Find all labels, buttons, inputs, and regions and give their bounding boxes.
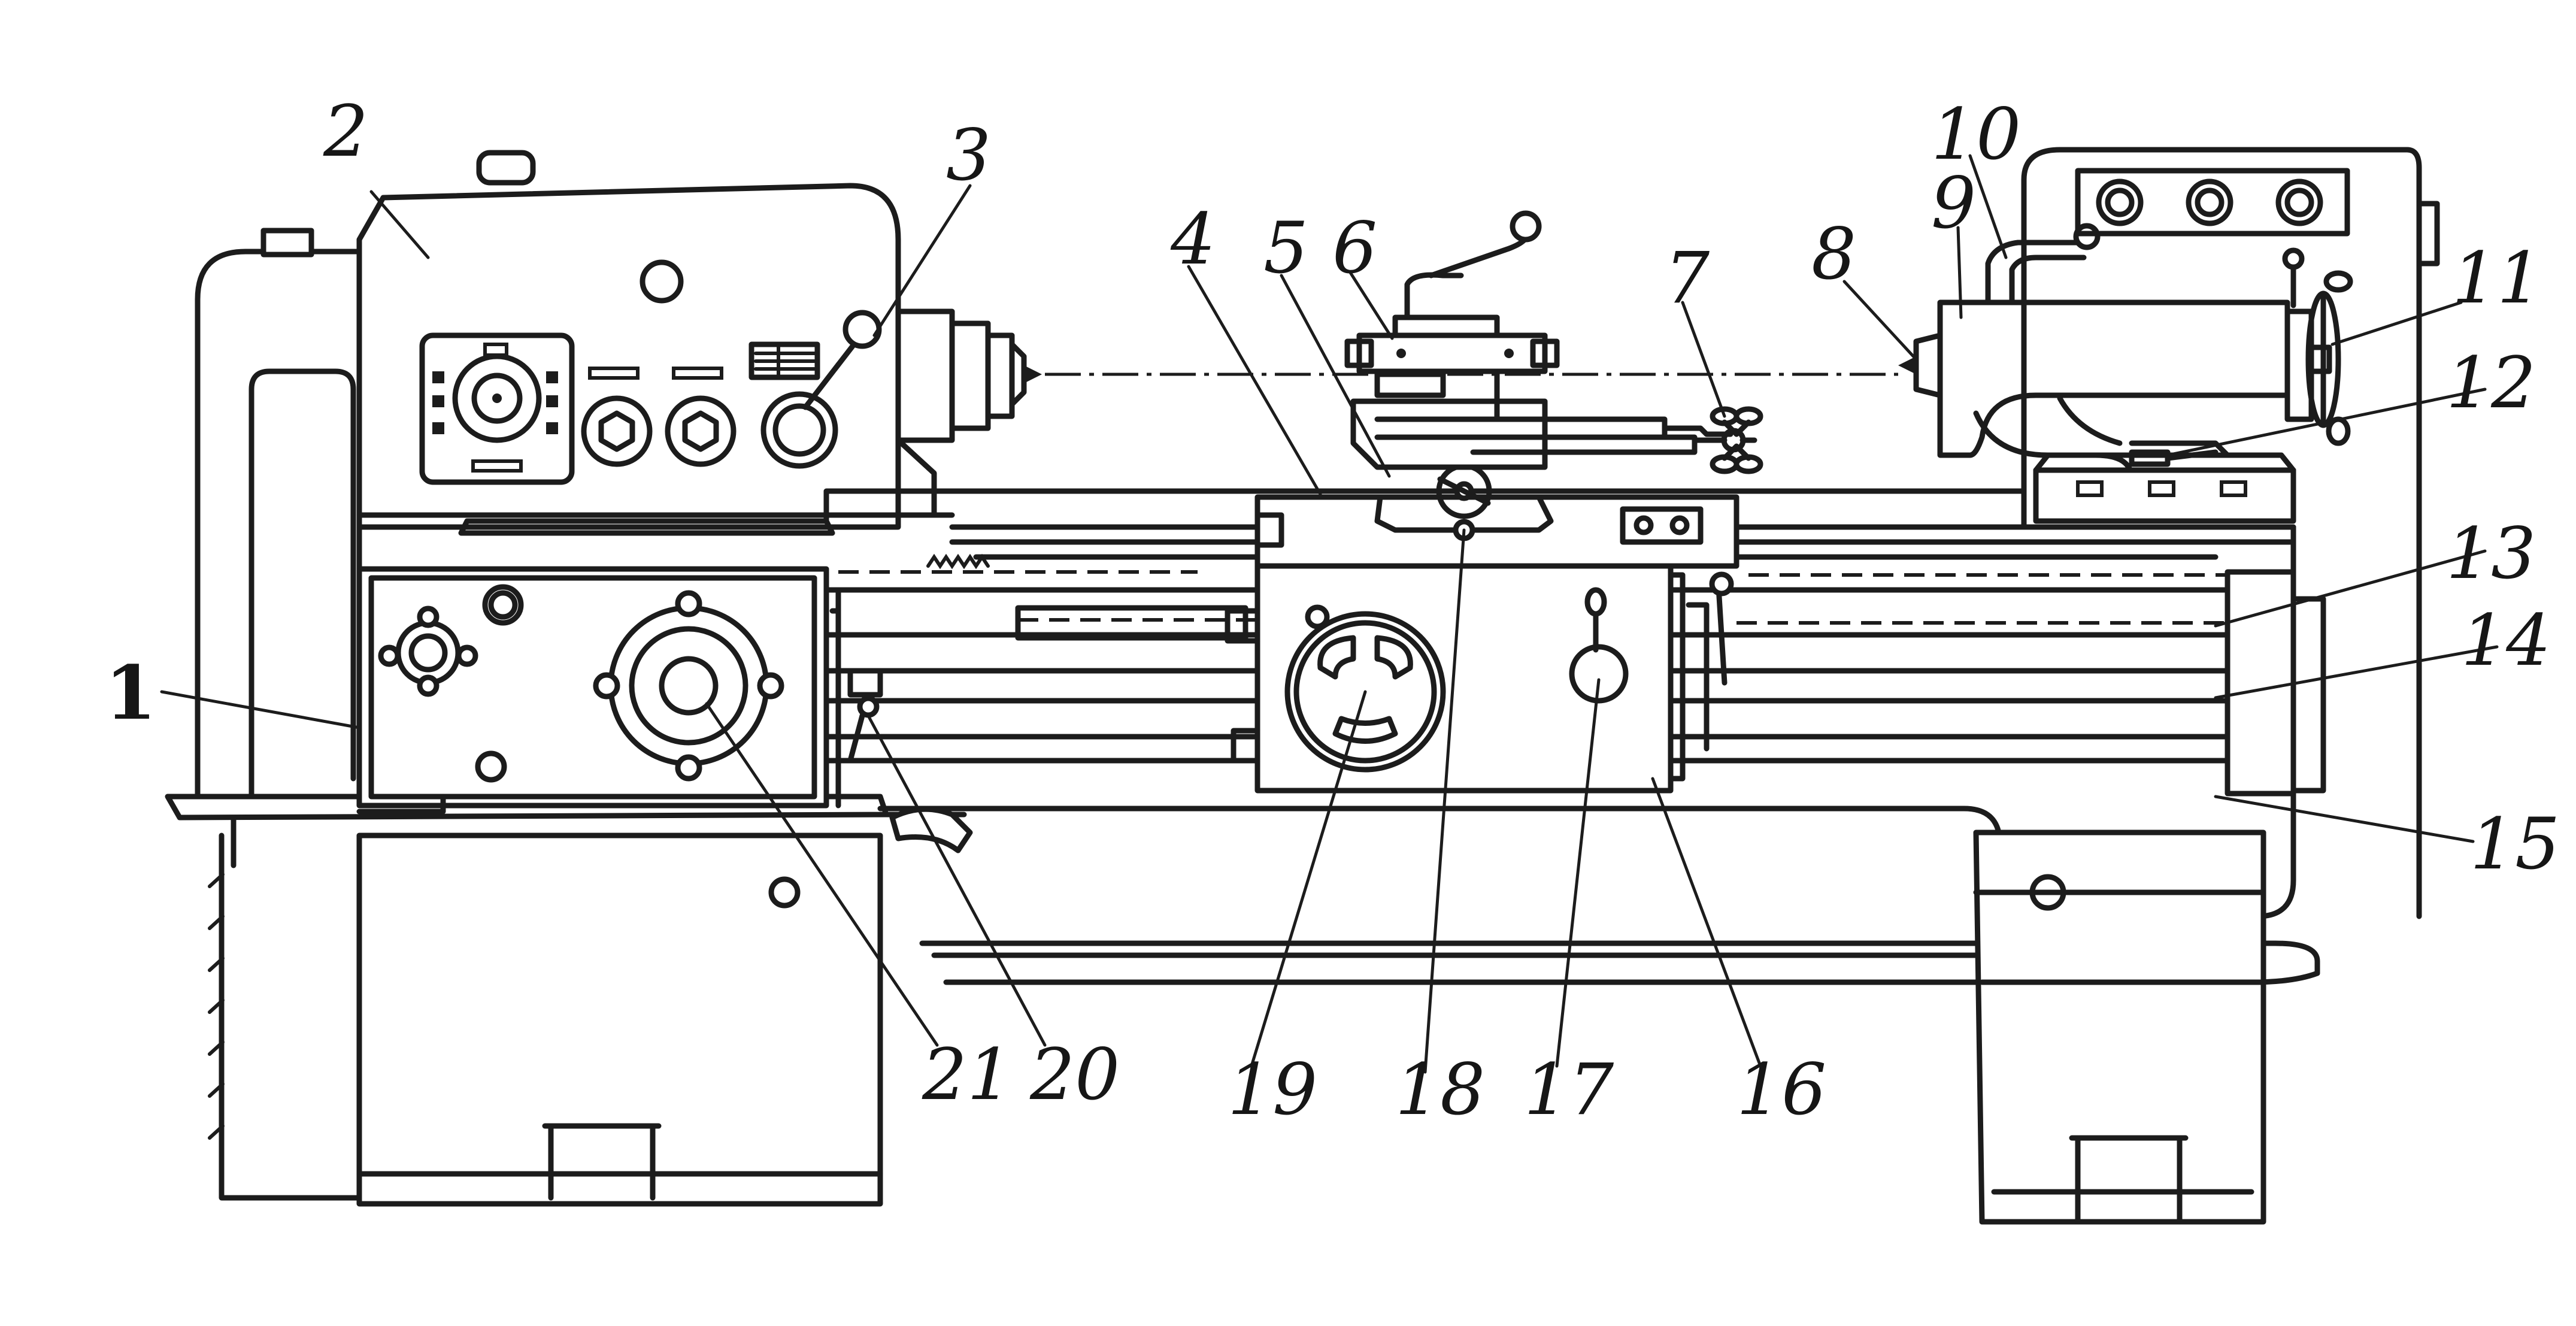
- gearbox: [356, 566, 883, 815]
- callout-10: 10: [1931, 93, 2021, 175]
- callout-7: 7: [1665, 237, 1710, 319]
- callout-20: 20: [1029, 1033, 1120, 1116]
- callout-9: 9: [1931, 162, 1976, 244]
- headstock: [356, 150, 955, 536]
- right-pedestal: [1973, 829, 2266, 1225]
- callout-13: 13: [2446, 512, 2536, 595]
- callout-16: 16: [1736, 1048, 1826, 1131]
- callout-5: 5: [1263, 207, 1308, 289]
- callout-14: 14: [2461, 599, 2551, 682]
- callout-1: 1: [105, 650, 156, 737]
- callout-numbers: 1 2 3 4 5 6 7 8 9 10 11 12 13 14 15 16 1…: [105, 90, 2560, 1131]
- left-pedestal: [165, 794, 889, 1207]
- callout-15: 15: [2470, 803, 2560, 885]
- callout-2: 2: [323, 90, 368, 172]
- right-end-guard: [2021, 147, 2440, 919]
- callout-11: 11: [2452, 237, 2542, 319]
- apron: [1225, 563, 1734, 794]
- callout-4: 4: [1170, 198, 1216, 280]
- callout-12: 12: [2446, 341, 2536, 424]
- callout-6: 6: [1332, 207, 1377, 289]
- callout-3: 3: [946, 114, 991, 196]
- leader-lines: [160, 154, 2499, 1074]
- callout-21: 21: [922, 1033, 1012, 1116]
- callout-18: 18: [1395, 1048, 1485, 1131]
- spindle-chuck: [895, 308, 1042, 518]
- callout-17: 17: [1524, 1048, 1614, 1131]
- tailstock: [1898, 223, 2353, 524]
- end-guard: [195, 228, 362, 800]
- callout-19: 19: [1228, 1048, 1317, 1131]
- callout-8: 8: [1811, 213, 1856, 295]
- carriage: [1254, 210, 1763, 569]
